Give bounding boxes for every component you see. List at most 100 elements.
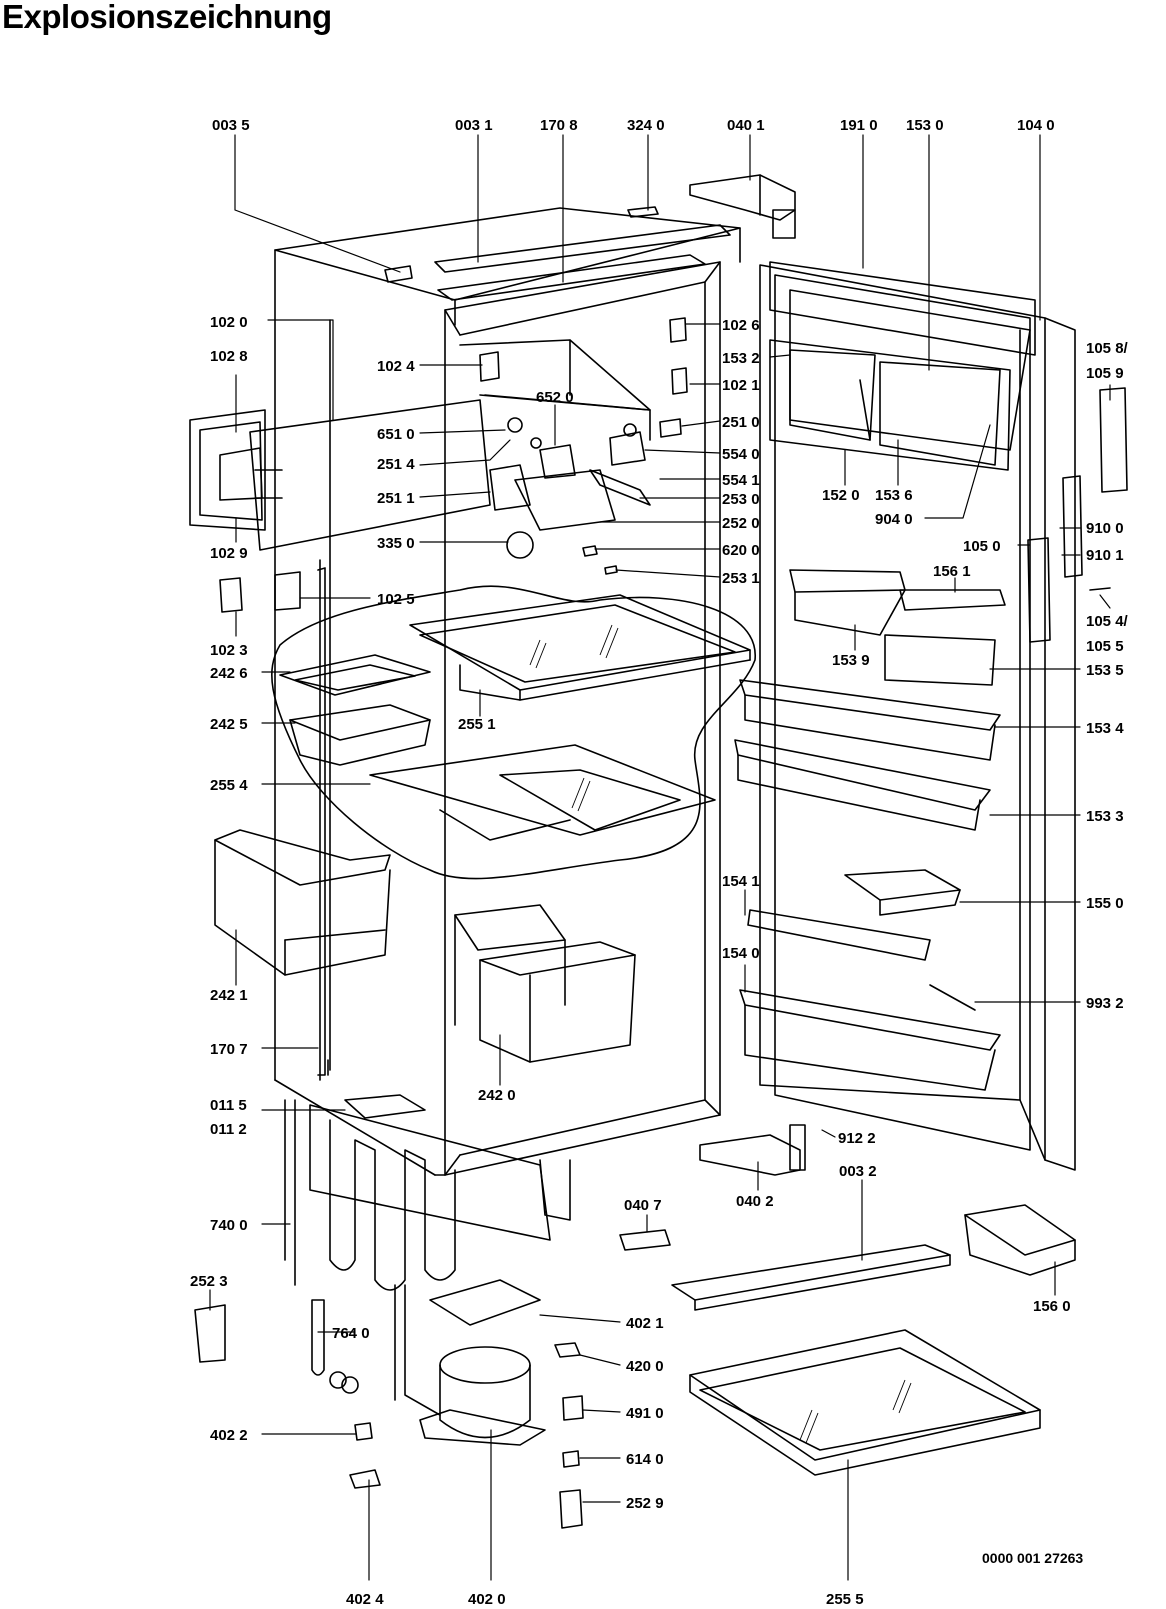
label-191-0: 191 0 <box>840 117 878 134</box>
label-003-2: 003 2 <box>839 1163 877 1180</box>
label-102-3: 102 3 <box>210 642 248 659</box>
label-910-0: 910 0 <box>1086 520 1124 537</box>
label-491-0: 491 0 <box>626 1405 664 1422</box>
label-651-0: 651 0 <box>377 426 415 443</box>
label-105-0: 105 0 <box>963 538 1001 555</box>
label-740-0: 740 0 <box>210 1217 248 1234</box>
label-102-1: 102 1 <box>722 377 760 394</box>
label-910-1: 910 1 <box>1086 547 1124 564</box>
label-153-4: 153 4 <box>1086 720 1124 737</box>
condenser <box>284 1094 571 1291</box>
label-251-4: 251 4 <box>377 456 415 473</box>
label-040-1: 040 1 <box>727 117 765 134</box>
door-frame <box>759 261 1076 1171</box>
label-324-0: 324 0 <box>627 117 665 134</box>
label-255-1: 255 1 <box>458 716 496 733</box>
label-154-1: 154 1 <box>722 873 760 890</box>
label-402-4: 402 4 <box>346 1591 384 1608</box>
label-104-0: 104 0 <box>1017 117 1055 134</box>
outline-enclosure <box>271 585 756 880</box>
label-252-3: 252 3 <box>190 1273 228 1290</box>
label-105-9: 105 9 <box>1086 365 1124 382</box>
label-155-0: 155 0 <box>1086 895 1124 912</box>
label-251-0: 251 0 <box>722 414 760 431</box>
glass-highlights <box>529 624 912 1444</box>
glass-shelf-upper <box>409 594 751 701</box>
label-003-1: 003 1 <box>455 117 493 134</box>
label-251-1: 251 1 <box>377 490 415 507</box>
label-402-1: 402 1 <box>626 1315 664 1332</box>
label-003-5: 003 5 <box>212 117 250 134</box>
cabinet-body <box>274 207 741 1176</box>
label-011-5: 011 5 <box>210 1097 247 1114</box>
label-242-1: 242 1 <box>210 987 248 1004</box>
label-105-4: 105 4/ <box>1086 613 1129 630</box>
label-040-2: 040 2 <box>736 1193 774 1210</box>
crisper-drawer <box>454 904 636 1063</box>
compressor <box>394 1279 546 1446</box>
small-trays <box>279 654 431 766</box>
label-153-9: 153 9 <box>832 652 870 669</box>
label-620-0: 620 0 <box>722 542 760 559</box>
label-040-7: 040 7 <box>624 1197 662 1214</box>
label-156-0: 156 0 <box>1033 1298 1071 1315</box>
freezer-door <box>189 399 491 551</box>
label-420-0: 420 0 <box>626 1358 664 1375</box>
label-156-1: 156 1 <box>933 563 971 580</box>
label-153-3: 153 3 <box>1086 808 1124 825</box>
door-bin-242-1 <box>214 829 391 976</box>
door-bins <box>734 569 1006 1091</box>
label-170-8: 170 8 <box>540 117 578 134</box>
label-105-5: 105 5 <box>1086 638 1124 655</box>
label-011-2: 011 2 <box>210 1121 247 1138</box>
door-upper-compartment <box>769 289 1031 471</box>
label-253-1: 253 1 <box>722 570 760 587</box>
label-102-5: 102 5 <box>377 591 415 608</box>
label-242-0: 242 0 <box>478 1087 516 1104</box>
label-153-2: 153 2 <box>722 350 760 367</box>
door-lower-elements <box>929 387 1128 1011</box>
top-hinge <box>689 174 796 239</box>
egg-tray <box>964 1204 1076 1276</box>
label-335-0: 335 0 <box>377 535 415 552</box>
label-154-0: 154 0 <box>722 945 760 962</box>
label-993-2: 993 2 <box>1086 995 1124 1012</box>
label-153-5: 153 5 <box>1086 662 1124 679</box>
label-152-0: 152 0 <box>822 487 860 504</box>
label-252-0: 252 0 <box>722 515 760 532</box>
label-102-4: 102 4 <box>377 358 415 375</box>
label-170-7: 170 7 <box>210 1041 248 1058</box>
label-102-6: 102 6 <box>722 317 760 334</box>
bottom-hinge <box>699 1124 806 1176</box>
label-402-0: 402 0 <box>468 1591 506 1608</box>
label-255-5: 255 5 <box>826 1591 864 1608</box>
label-242-6: 242 6 <box>210 665 248 682</box>
label-153-0: 153 0 <box>906 117 944 134</box>
label-652-0: 652 0 <box>536 389 574 406</box>
drawing-title: Explosionszeichnung <box>2 0 332 35</box>
label-153-6: 153 6 <box>875 487 913 504</box>
label-904-0: 904 0 <box>875 511 913 528</box>
label-764-0: 764 0 <box>332 1325 370 1342</box>
label-105-8: 105 8/ <box>1086 340 1129 357</box>
bottom-glass-shelf <box>689 1329 1041 1476</box>
bottom-rail <box>671 1244 951 1311</box>
label-255-4: 255 4 <box>210 777 248 794</box>
label-242-5: 242 5 <box>210 716 248 733</box>
label-912-2: 912 2 <box>838 1130 876 1147</box>
small-parts-bottom <box>194 1229 671 1529</box>
glass-shelf-lower <box>369 744 716 841</box>
side-strips <box>219 567 329 1076</box>
top-cover-strips <box>384 206 731 301</box>
document-number: 0000 001 27263 <box>982 1550 1083 1566</box>
label-554-0: 554 0 <box>722 446 760 463</box>
label-253-0: 253 0 <box>722 491 760 508</box>
label-614-0: 614 0 <box>626 1451 664 1468</box>
control-components <box>479 317 688 575</box>
part-labels: 003 5 003 1 170 8 324 0 040 1 191 0 153 … <box>190 117 1129 1608</box>
leader-lines <box>209 134 1111 1581</box>
label-554-1: 554 1 <box>722 472 760 489</box>
label-102-9: 102 9 <box>210 545 248 562</box>
label-252-9: 252 9 <box>626 1495 664 1512</box>
